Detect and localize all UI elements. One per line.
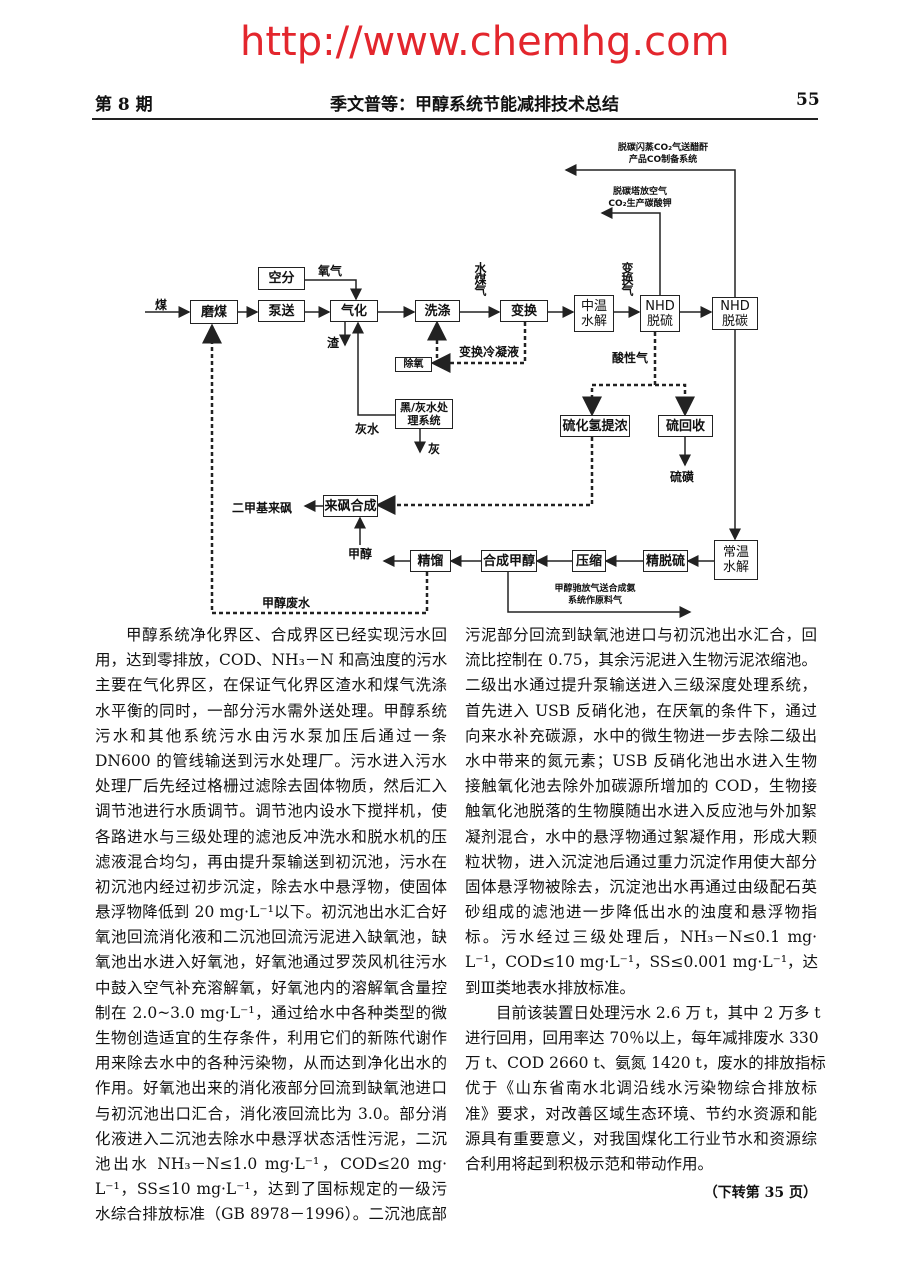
text-line: DN600 的管线输送到污水处理厂。污水进入污水 (95, 751, 447, 770)
text-line: 初沉池内经过初步沉淀，除去水中悬浮物，使固体 (95, 877, 447, 896)
text-line: 触氧化池脱落的生物膜随出水进入反应池与外加絮 (465, 802, 817, 821)
text-line: 二级出水通过提升泵输送进入三级深度处理系统， (465, 676, 817, 695)
continued-note: （下转第 35 页） (703, 1185, 817, 1202)
box-black-grey-water-system: 黑/灰水处理系统 (395, 399, 453, 429)
label-purge-line1: 甲醇驰放气送合成氨 (554, 584, 636, 594)
label-methanol-wastewater: 甲醇废水 (262, 596, 311, 610)
text-line: 污泥部分回流到缺氧池进口与初沉池出水汇合，回 (465, 626, 817, 644)
label-shift-gas: 变换气 (620, 262, 634, 295)
running-title: 季文普等：甲醇系统节能减排技术总结 (330, 95, 619, 115)
box-mill: 磨煤 (190, 300, 238, 324)
label-shift-condensate: 变换冷凝液 (459, 345, 520, 359)
text-line: 用，达到零排放，COD、NH₃－N 和高浊度的污水 (95, 651, 448, 670)
text-line: 制在 2.0~3.0 mg·L⁻¹，通过给水中各种类型的微 (95, 1003, 447, 1022)
box-gasification: 气化 (330, 300, 378, 322)
box-air-separation: 空分 (258, 267, 305, 290)
label-sulfur: 硫磺 (670, 470, 695, 484)
box-compression: 压缩 (572, 550, 606, 572)
text-line: 合利用将起到积极示范和带动作用。 (465, 1154, 714, 1173)
right-text-column: 污泥部分回流到缺氧池进口与初沉池出水汇合，回 流比控制在 0.75，其余污泥进入… (465, 623, 826, 1206)
text-line: 氧池回流消化液和二沉池回流污泥进入缺氧池，缺 (95, 928, 447, 947)
text-line: 与初沉池出口汇合，消化液回流比为 3.0。部分消 (95, 1104, 447, 1123)
label-slag: 渣 (327, 336, 340, 350)
issue-number: 第 8 期 (95, 95, 153, 115)
text-line: 进行回用，回用率达 70％以上，每年减排废水 330 (465, 1029, 819, 1047)
text-line: 用来除去水中的各种污染物，从而达到净化出水的 (95, 1054, 447, 1073)
header-rule (92, 118, 818, 120)
label-vent-line2: CO₂生产碳酸钾 (608, 199, 672, 209)
box-ambient-hydrolysis: 常温水解 (714, 540, 758, 580)
label-syngas: 水煤气 (473, 262, 487, 295)
box-fine-desulfurization: 精脱硫 (643, 550, 688, 572)
text-line: 凝剂混合，水中的悬浮物通过絮凝作用，形成大颗 (465, 827, 817, 846)
text-line: 万 t、COD 2660 t、氨氮 1420 t，废水的排放指标 (465, 1054, 826, 1073)
text-line: 水平衡的同时，一部分污水需外送处理。甲醇系统 (95, 701, 447, 720)
text-line: 各路进水与三级处理的滤池反冲洗水和脱水机的压 (95, 827, 447, 846)
text-line: 氧池出水进入好氧池，好氧池通过罗茨风机往污水 (95, 953, 447, 972)
text-line: 水综合排放标准（GB 8978－1996）。二沉池底部 (95, 1205, 447, 1224)
text-line: 标。污水经过三级处理后，NH₃－N≤0.1 mg· (465, 928, 817, 947)
text-line: 准》要求，对改善区域生态环境、节约水资源和能 (465, 1104, 817, 1123)
text-line: 水中带来的氮元素；USB 反硝化池出水进入生物 (465, 751, 817, 770)
text-line: 到Ⅲ类地表水排放标准。 (465, 978, 635, 997)
label-vent-gas: 脱碳塔放空气 CO₂生产碳酸钾 (600, 186, 680, 210)
label-acid-gas: 酸性气 (612, 351, 649, 365)
watermark: http://www.chemhg.com (240, 19, 730, 65)
text-line: 源具有重要意义，对我国煤化工行业节水和资源综 (465, 1129, 817, 1148)
text-line: 化液进入二沉池去除水中悬浮状态活性污泥，二沉 (95, 1129, 447, 1148)
label-purge-gas: 甲醇驰放气送合成氨 系统作原料气 (540, 583, 650, 607)
text-line: 主要在气化界区，在保证气化界区渣水和煤气洗涤 (95, 676, 447, 695)
text-line: 生物创造适宜的生存条件，利用它们的新陈代谢作 (95, 1029, 447, 1047)
text-line: 接触氧化池去除外加碳源所增加的 COD，生物接 (465, 777, 817, 796)
label-oxygen: 氧气 (318, 264, 343, 278)
label-purge-line2: 系统作原料气 (567, 596, 622, 606)
text-line: 作用。好氧池出来的消化液部分回流到缺氧池进口 (95, 1079, 447, 1098)
text-line: L⁻¹，COD≤10 mg·L⁻¹，SS≤0.001 mg·L⁻¹，达 (465, 953, 819, 972)
box-mid-temp-hydrolysis: 中温水解 (574, 295, 614, 332)
text-line: 池出水 NH₃－N≤1.0 mg·L⁻¹，COD≤20 mg· (95, 1154, 447, 1173)
text-line: 首先进入 USB 反硝化池，在厌氧的条件下，通过 (465, 701, 817, 720)
text-line: 污水和其他系统污水由污水泵加压后通过一条 (95, 726, 447, 745)
text-line: 粒状物，进入沉淀池后通过重力沉淀作用使大部分 (465, 852, 817, 871)
text-line: 流比控制在 0.75，其余污泥进入生物污泥浓缩池。 (465, 651, 817, 670)
box-pump: 泵送 (258, 300, 305, 322)
diagram-connectors (145, 164, 741, 618)
label-vent-line1: 脱碳塔放空气 (612, 187, 667, 197)
box-sulfone-synthesis: 来砜合成 (323, 495, 378, 517)
box-h2s-concentration: 硫化氢提浓 (560, 415, 630, 437)
label-ash: 灰 (428, 442, 441, 456)
box-deoxygenation: 除氧 (395, 357, 432, 372)
box-sulfur-recovery: 硫回收 (658, 415, 713, 437)
text-line: 固体悬浮物被除去，沉淀池出水再通过由级配石英 (465, 877, 817, 896)
label-grey-water: 灰水 (355, 422, 380, 436)
label-dimethyl-sulfone: 二甲基来砜 (232, 501, 293, 515)
text-line: 向来水补充碳源，水中的微生物进一步去除二级出 (465, 726, 817, 745)
label-methanol-product: 甲醇 (348, 547, 373, 561)
text-line: 处理厂后先经过格栅过滤除去固体物质，然后汇入 (95, 777, 447, 796)
left-text-column: 甲醇系统净化界区、合成界区已经实现污水回 用，达到零排放，COD、NH₃－N 和… (95, 623, 447, 1228)
text-line: L⁻¹，SS≤10 mg·L⁻¹，达到了国标规定的一级污 (95, 1180, 447, 1199)
label-co2-flash-line2: 产品CO制备系统 (628, 155, 698, 165)
text-line: 目前该装置日处理污水 2.6 万 t，其中 2 万多 t (496, 1003, 821, 1022)
text-line: 滤液混合均匀，再由提升泵输送到初沉池，污水在 (95, 852, 447, 871)
text-line: 砂组成的滤池进一步降低出水的浊度和悬浮物指 (465, 903, 817, 922)
text-line: 甲醇系统净化界区、合成界区已经实现污水回 (126, 626, 447, 644)
label-co2-flash-line1: 脱碳闪蒸CO₂气送醋酐 (617, 143, 709, 153)
label-co2-flash: 脱碳闪蒸CO₂气送醋酐 产品CO制备系统 (603, 142, 723, 166)
box-nhd-desulfurization: NHD 脱硫 (640, 295, 680, 332)
box-rectification: 精馏 (410, 550, 451, 572)
box-shift: 变换 (500, 300, 548, 322)
box-washing: 洗涤 (415, 300, 460, 322)
page-number: 55 (796, 90, 820, 110)
label-coal: 煤 (155, 298, 168, 312)
box-nhd-decarbonization: NHD 脱碳 (712, 297, 758, 330)
box-methanol-synthesis: 合成甲醇 (481, 550, 537, 572)
text-line: 调节池进行水质调节。调节池内设水下搅拌机，使 (95, 802, 447, 821)
text-line: 中鼓入空气补充溶解氧，好氧池内的溶解氧含量控 (95, 978, 447, 997)
text-line: 悬浮物降低到 20 mg·L⁻¹以下。初沉池出水汇合好 (95, 903, 447, 922)
text-line: 优于《山东省南水北调沿线水污染物综合排放标 (465, 1079, 817, 1098)
